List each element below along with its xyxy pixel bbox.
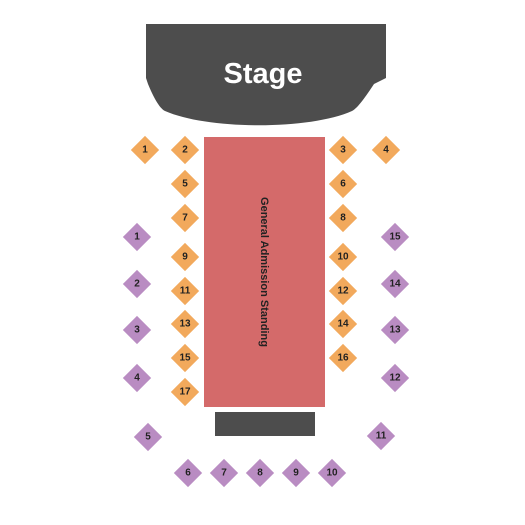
- table-number: 8: [257, 468, 263, 479]
- table-number: 2: [182, 145, 188, 156]
- orange-table-14[interactable]: 14: [328, 309, 358, 339]
- orange-table-1[interactable]: 1: [130, 135, 160, 165]
- orange-table-10[interactable]: 10: [328, 242, 358, 272]
- orange-table-7[interactable]: 7: [170, 203, 200, 233]
- general-admission-area[interactable]: General Admission Standing: [204, 137, 325, 407]
- purple-table-7[interactable]: 7: [209, 458, 239, 488]
- table-number: 4: [383, 145, 389, 156]
- orange-table-4[interactable]: 4: [371, 135, 401, 165]
- table-number: 7: [221, 468, 227, 479]
- table-number: 1: [142, 145, 148, 156]
- table-number: 11: [376, 431, 387, 442]
- purple-table-6[interactable]: 6: [173, 458, 203, 488]
- orange-table-15[interactable]: 15: [170, 343, 200, 373]
- purple-table-11[interactable]: 11: [366, 421, 396, 451]
- table-number: 10: [337, 252, 349, 263]
- orange-table-16[interactable]: 16: [328, 343, 358, 373]
- table-number: 9: [293, 468, 299, 479]
- table-number: 12: [389, 373, 401, 384]
- table-number: 13: [179, 319, 191, 330]
- table-number: 5: [145, 432, 151, 443]
- purple-table-9[interactable]: 9: [281, 458, 311, 488]
- orange-table-6[interactable]: 6: [328, 169, 358, 199]
- general-admission-floor: [204, 137, 325, 407]
- orange-table-12[interactable]: 12: [328, 276, 358, 306]
- stage-shape: [146, 24, 386, 126]
- table-number: 8: [340, 213, 346, 224]
- table-number: 14: [389, 279, 401, 290]
- orange-table-8[interactable]: 8: [328, 203, 358, 233]
- purple-table-8[interactable]: 8: [245, 458, 275, 488]
- purple-table-1[interactable]: 1: [122, 222, 152, 252]
- riser-block: [215, 412, 315, 436]
- orange-table-13[interactable]: 13: [170, 309, 200, 339]
- table-number: 6: [340, 179, 346, 190]
- table-number: 15: [389, 232, 401, 243]
- table-number: 11: [180, 286, 191, 297]
- table-number: 17: [179, 387, 191, 398]
- table-number: 14: [337, 319, 349, 330]
- table-number: 16: [337, 353, 349, 364]
- table-number: 6: [185, 468, 191, 479]
- orange-table-11[interactable]: 11: [170, 276, 200, 306]
- purple-table-15[interactable]: 15: [380, 222, 410, 252]
- stage[interactable]: Stage: [146, 24, 386, 126]
- purple-table-2[interactable]: 2: [122, 269, 152, 299]
- table-number: 10: [326, 468, 338, 479]
- purple-table-4[interactable]: 4: [122, 363, 152, 393]
- table-number: 12: [337, 286, 349, 297]
- table-number: 2: [134, 279, 140, 290]
- table-number: 4: [134, 373, 140, 384]
- table-number: 3: [134, 325, 140, 336]
- general-admission-label: General Admission Standing: [258, 197, 270, 347]
- stage-label: Stage: [224, 58, 303, 90]
- purple-table-13[interactable]: 13: [380, 315, 410, 345]
- table-number: 15: [179, 353, 191, 364]
- table-number: 1: [134, 232, 140, 243]
- table-number: 13: [389, 325, 401, 336]
- orange-table-3[interactable]: 3: [328, 135, 358, 165]
- table-number: 5: [182, 179, 188, 190]
- purple-table-5[interactable]: 5: [133, 422, 163, 452]
- table-number: 3: [340, 145, 346, 156]
- orange-table-17[interactable]: 17: [170, 377, 200, 407]
- purple-table-14[interactable]: 14: [380, 269, 410, 299]
- orange-table-9[interactable]: 9: [170, 242, 200, 272]
- purple-table-3[interactable]: 3: [122, 315, 152, 345]
- purple-table-12[interactable]: 12: [380, 363, 410, 393]
- orange-table-5[interactable]: 5: [170, 169, 200, 199]
- table-number: 7: [182, 213, 188, 224]
- table-number: 9: [182, 252, 188, 263]
- purple-table-10[interactable]: 10: [317, 458, 347, 488]
- orange-table-2[interactable]: 2: [170, 135, 200, 165]
